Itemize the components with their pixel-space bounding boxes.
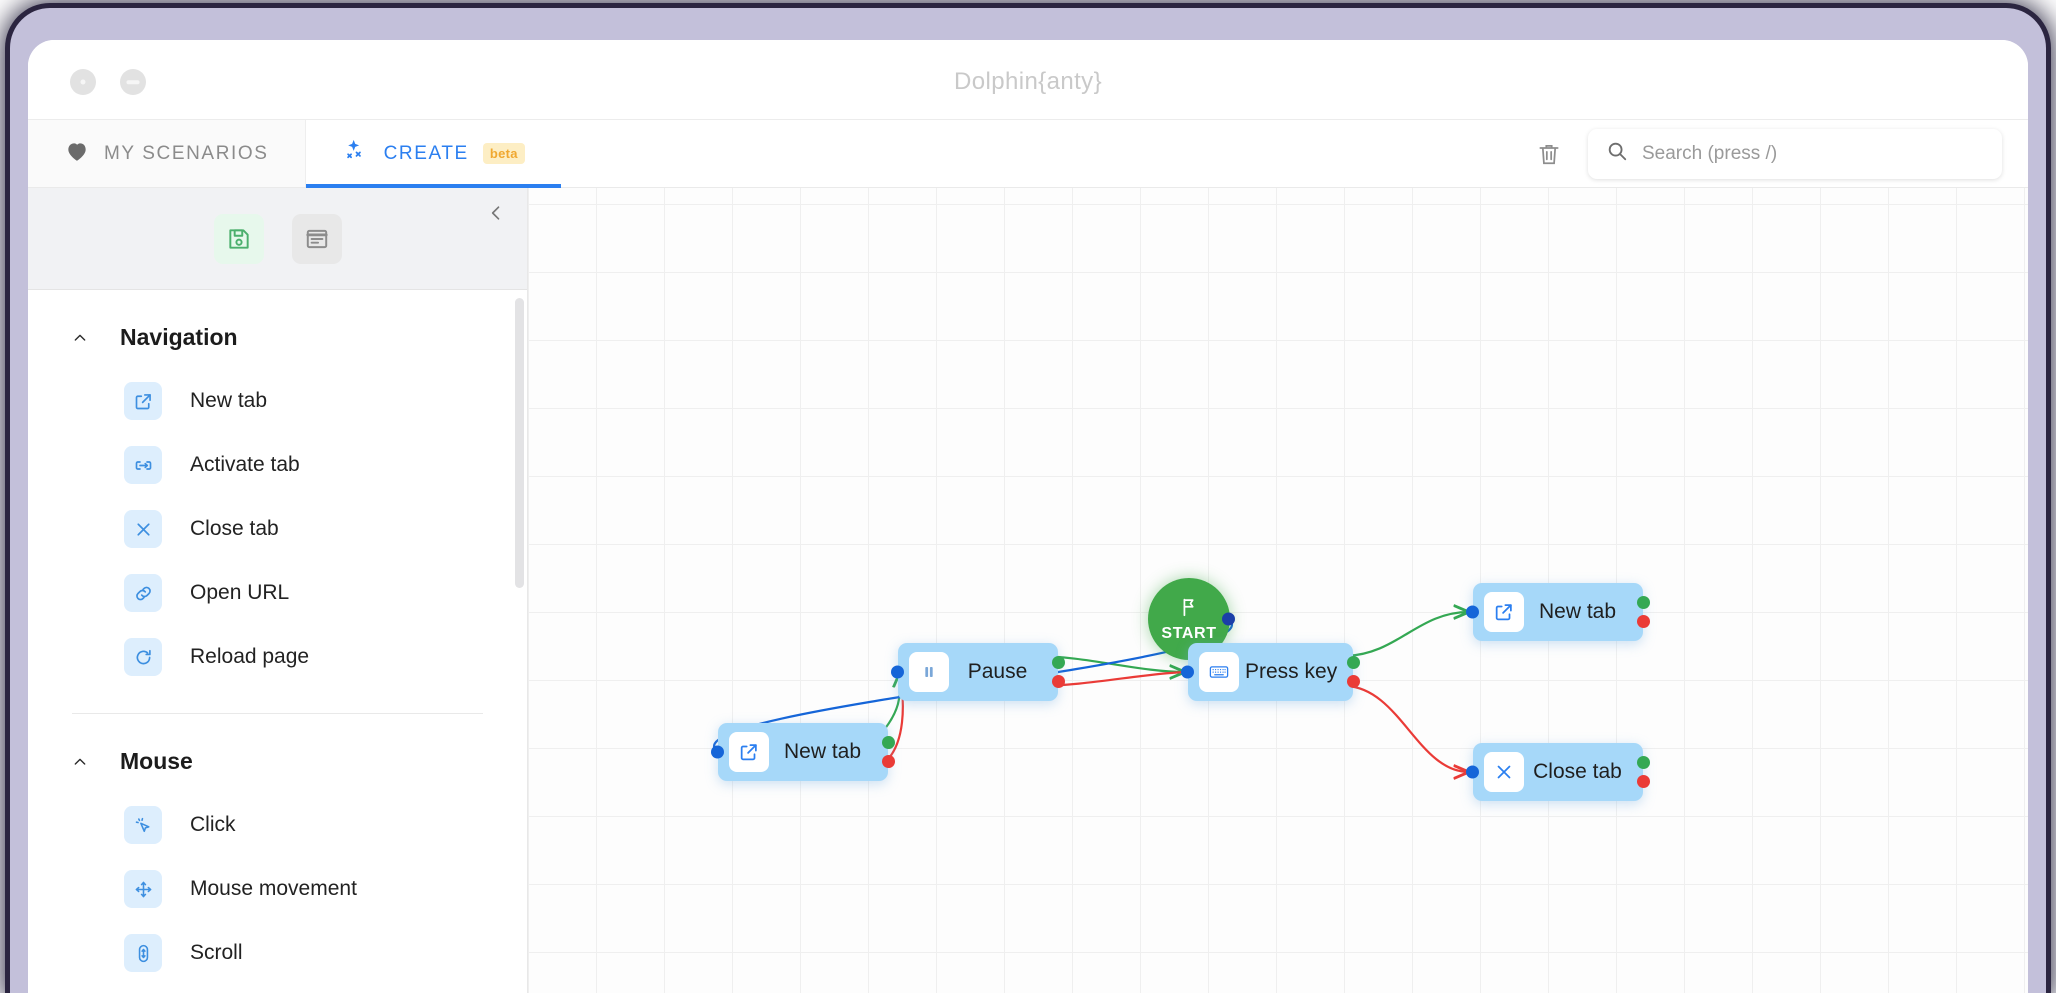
sidebar-item-click[interactable]: Click — [72, 793, 483, 857]
node-close-tab-label: Close tab — [1533, 760, 1622, 783]
tab-create[interactable]: CREATE beta — [305, 120, 561, 188]
trash-icon[interactable] — [1532, 137, 1566, 171]
node-pause[interactable]: Pause — [891, 643, 1065, 701]
tab-my-scenarios[interactable]: MY SCENARIOS — [28, 120, 306, 187]
sidebar-item-reload-page-label: Reload page — [190, 645, 310, 668]
sidebar-item-close-tab[interactable]: Close tab — [72, 497, 483, 561]
chevron-up-icon — [72, 330, 88, 346]
sidebar-scrollbar[interactable] — [515, 298, 524, 588]
sidebar-item-reload-page[interactable]: Reload page — [72, 625, 483, 689]
toolbar-right — [1532, 120, 2028, 187]
sidebar-item-mouse-movement[interactable]: Mouse movement — [72, 857, 483, 921]
port-in[interactable] — [1466, 605, 1479, 619]
port-out-error[interactable] — [882, 755, 895, 768]
port-out-success[interactable] — [1052, 656, 1065, 669]
external-link-icon — [124, 382, 162, 420]
app-window: Dolphin{anty} MY SCENARIOS CREATE — [28, 40, 2028, 993]
sidebar-item-click-label: Click — [190, 813, 236, 836]
port-in[interactable] — [891, 665, 904, 679]
group-navigation-title: Navigation — [120, 324, 238, 350]
minimize-window-button[interactable] — [120, 69, 146, 95]
tab-create-label: CREATE — [383, 142, 469, 164]
tab-my-scenarios-label: MY SCENARIOS — [104, 142, 269, 164]
sidebar-scroll-area[interactable]: Navigation New tab — [28, 290, 527, 993]
heart-icon — [64, 138, 90, 169]
sidebar-item-open-url[interactable]: Open URL — [72, 561, 483, 625]
search-input[interactable] — [1642, 142, 1984, 165]
port-out-error[interactable] — [1052, 675, 1065, 688]
port-in[interactable] — [711, 745, 724, 759]
node-press-key-label: Press key — [1245, 660, 1338, 683]
sidebar-item-open-url-label: Open URL — [190, 581, 290, 604]
sidebar-item-activate-tab-label: Activate tab — [190, 453, 300, 476]
port-out-success[interactable] — [1637, 596, 1650, 609]
port-out-success[interactable] — [882, 736, 895, 749]
edge-layer — [713, 188, 2028, 993]
port-out-error[interactable] — [1637, 775, 1650, 788]
port-out-error[interactable] — [1347, 675, 1360, 688]
actions-sidebar: Navigation New tab — [28, 188, 528, 993]
scenario-canvas[interactable]: START New tab — [528, 188, 2028, 993]
group-navigation: Navigation New tab — [28, 290, 527, 689]
group-mouse-header[interactable]: Mouse — [72, 714, 483, 793]
window-title: Dolphin{anty} — [954, 68, 1102, 95]
node-new-tab-2-label: New tab — [1538, 600, 1617, 623]
group-mouse-title: Mouse — [120, 748, 193, 774]
group-navigation-header[interactable]: Navigation — [72, 290, 483, 369]
sidebar-item-close-tab-label: Close tab — [190, 517, 279, 540]
pause-icon — [909, 652, 949, 692]
floppy-save-icon[interactable] — [213, 213, 264, 264]
search-box[interactable] — [1588, 128, 2002, 179]
port-out-success[interactable] — [1347, 656, 1360, 669]
chevron-left-icon[interactable] — [479, 196, 513, 230]
close-x-icon — [124, 510, 162, 548]
chevron-up-icon — [72, 754, 88, 770]
group-divider — [72, 713, 483, 714]
titlebar: Dolphin{anty} — [28, 40, 2028, 120]
sidebar-item-mouse-movement-label: Mouse movement — [190, 877, 357, 900]
scroll-vertical-icon — [124, 934, 162, 972]
sidebar-item-activate-tab[interactable]: Activate tab — [72, 433, 483, 497]
sidebar-item-new-tab-label: New tab — [190, 389, 268, 412]
close-window-button[interactable] — [70, 69, 96, 95]
node-start-label: START — [1161, 624, 1217, 642]
node-pause-label: Pause — [967, 660, 1028, 683]
port-out-start[interactable] — [1222, 612, 1235, 626]
node-new-tab-1[interactable]: New tab — [711, 723, 895, 781]
port-out-error[interactable] — [1637, 615, 1650, 628]
sidebar-item-scroll[interactable]: Scroll — [72, 921, 483, 985]
sidebar-toolbar — [28, 188, 527, 290]
keyboard-icon — [1199, 652, 1239, 692]
beta-badge: beta — [482, 143, 525, 164]
search-icon — [1606, 140, 1628, 167]
cursor-click-icon — [124, 806, 162, 844]
arrow-in-box-icon — [124, 446, 162, 484]
sidebar-item-scroll-label: Scroll — [190, 941, 243, 964]
external-link-icon — [729, 732, 769, 772]
reload-icon — [124, 638, 162, 676]
node-press-key[interactable]: Press key — [1181, 643, 1360, 701]
group-mouse: Mouse Click — [28, 714, 527, 985]
window-notes-icon[interactable] — [291, 213, 342, 264]
link-chain-icon — [124, 574, 162, 612]
close-x-icon — [1484, 752, 1524, 792]
node-close-tab[interactable]: Close tab — [1466, 743, 1650, 801]
external-link-icon — [1484, 592, 1524, 632]
sidebar-item-new-tab[interactable]: New tab — [72, 369, 483, 433]
node-new-tab-2[interactable]: New tab — [1466, 583, 1650, 641]
port-in[interactable] — [1466, 765, 1479, 779]
port-out-success[interactable] — [1637, 756, 1650, 769]
main-area: Navigation New tab — [28, 188, 2028, 993]
sparkles-icon — [342, 137, 370, 170]
move-arrows-icon — [124, 870, 162, 908]
tab-bar: MY SCENARIOS CREATE beta — [28, 120, 2028, 188]
port-in[interactable] — [1181, 665, 1194, 679]
flag-icon — [1178, 596, 1200, 623]
node-new-tab-1-label: New tab — [783, 740, 862, 763]
